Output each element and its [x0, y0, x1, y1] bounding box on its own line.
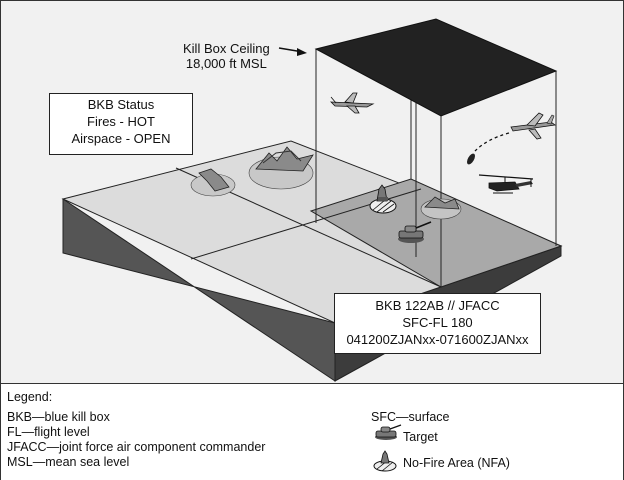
- ceiling-label-line1: Kill Box Ceiling: [183, 41, 270, 56]
- kill-box-ceiling: [314, 18, 558, 117]
- status-box-line1: BKB Status: [87, 97, 155, 112]
- no-fire-area-icon: [369, 184, 397, 214]
- fighter-jet-icon: [510, 112, 557, 140]
- mountain-icon: [248, 146, 314, 190]
- tank-icon: [375, 424, 402, 440]
- info-box-line3: 041200ZJANxx-071600ZJANxx: [346, 332, 529, 347]
- legend-item-target: Target: [403, 430, 438, 444]
- legend-item: BKB—blue kill box: [7, 410, 110, 424]
- mountain-icon: [420, 196, 462, 220]
- ceiling-label: Kill Box Ceiling 18,000 ft MSL: [183, 41, 270, 71]
- mountain-icon: [190, 168, 236, 197]
- legend-item: FL—flight level: [7, 425, 90, 439]
- arrow-head: [297, 48, 307, 56]
- legend: Legend: BKB—blue kill box FL—flight leve…: [1, 383, 623, 480]
- status-box: BKB Status Fires - HOT Airspace - OPEN: [49, 93, 193, 155]
- tank-icon: [398, 221, 432, 243]
- status-box-line2: Fires - HOT: [87, 114, 155, 129]
- info-box-line2: SFC-FL 180: [402, 315, 473, 330]
- status-box-line3: Airspace - OPEN: [71, 131, 171, 146]
- missile-trail: [474, 132, 510, 152]
- no-fire-area-icon: [373, 450, 397, 472]
- drone-icon: [329, 92, 375, 114]
- legend-title: Legend:: [7, 390, 53, 404]
- missile-icon: [467, 153, 475, 165]
- info-box-line1: BKB 122AB // JFACC: [375, 298, 500, 313]
- info-box: BKB 122AB // JFACC SFC-FL 180 041200ZJAN…: [334, 293, 541, 354]
- legend-item: MSL—mean sea level: [7, 455, 130, 469]
- legend-item: JFACC—joint force air component commande…: [7, 440, 266, 454]
- legend-item-sfc: SFC—surface: [371, 410, 450, 424]
- helicopter-icon: [478, 174, 534, 194]
- ceiling-label-line2: 18,000 ft MSL: [185, 56, 267, 71]
- diagram-scene: Kill Box Ceiling 18,000 ft MSL BKB Statu…: [1, 1, 623, 383]
- legend-item-nfa: No-Fire Area (NFA): [403, 456, 510, 470]
